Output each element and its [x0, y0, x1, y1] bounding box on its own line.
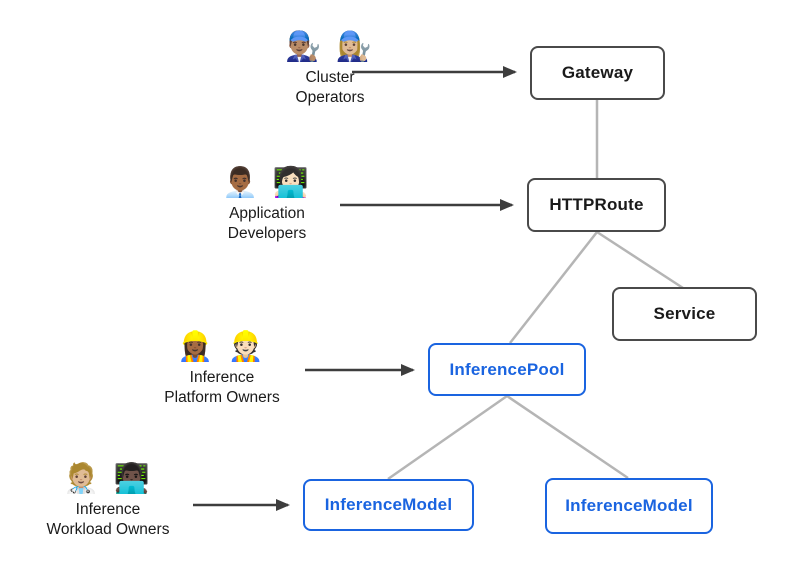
actor-label-line: Workload Owners: [46, 521, 170, 539]
node-httproute-label: HTTPRoute: [549, 195, 644, 214]
inference-workload-owners-emoji-icon: 🧑🏼‍⚕️ 👨🏿‍💻: [63, 463, 153, 495]
application-developers-emoji-icon: 👨🏾‍💼 👩🏻‍💻: [222, 167, 312, 199]
actor-label-line: Inference: [189, 368, 255, 386]
node-inferencemodel-left: InferenceModel: [303, 479, 474, 531]
node-service-label: Service: [653, 304, 716, 323]
node-gateway-label: Gateway: [561, 63, 634, 82]
node-inferencemodel-left-label: InferenceModel: [324, 495, 453, 514]
actor-label-line: Cluster: [305, 68, 355, 86]
actor-application-developers: 👨🏾‍💼 👩🏻‍💻 Application Developers: [192, 167, 342, 245]
inference-platform-owners-emoji-icon: 👷🏾‍♀️ 👷🏻: [177, 331, 267, 363]
node-gateway: Gateway: [530, 46, 665, 100]
actor-label-line: Application: [229, 204, 305, 222]
node-httproute: HTTPRoute: [527, 178, 666, 232]
node-service: Service: [612, 287, 757, 341]
actor-inference-platform-owners: 👷🏾‍♀️ 👷🏻 Inference Platform Owners: [132, 331, 312, 409]
edge-httproute-service: [596, 230, 684, 290]
actor-label-line: Inference: [75, 500, 141, 518]
node-inferencemodel-right: InferenceModel: [545, 478, 713, 534]
cluster-operators-emoji-icon: 👨🏽‍🔧 👩🏼‍🔧: [285, 31, 375, 63]
actor-label-line: Operators: [295, 89, 365, 107]
edge-inferencepool-inferencemodel-right: [506, 394, 629, 480]
node-inferencemodel-right-label: InferenceModel: [565, 496, 693, 515]
node-inferencepool: InferencePool: [428, 343, 586, 396]
edge-httproute-inferencepool: [509, 231, 598, 344]
actor-label-line: Platform Owners: [164, 389, 280, 407]
actor-inference-workload-owners: 🧑🏼‍⚕️ 👨🏿‍💻 Inference Workload Owners: [18, 463, 198, 541]
node-inferencepool-label: InferencePool: [449, 359, 565, 379]
edge-inferencepool-inferencemodel-left: [387, 394, 508, 481]
actor-cluster-operators: 👨🏽‍🔧 👩🏼‍🔧 Cluster Operators: [255, 31, 405, 109]
actor-label-line: Developers: [227, 225, 307, 243]
